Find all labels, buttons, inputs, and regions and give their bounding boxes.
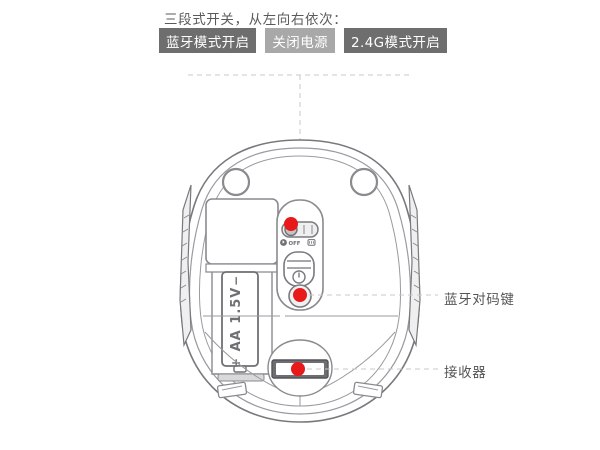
- sticker-panel-rect: [205, 198, 279, 265]
- battery-terminal-negative: −: [229, 276, 243, 286]
- badge-power-off: 关闭电源: [265, 28, 336, 53]
- battery-compartment: AA 1.5V + −: [205, 263, 279, 382]
- power-button[interactable]: [283, 251, 315, 287]
- mode-slider-off-label: OFF: [289, 241, 301, 247]
- bluetooth-icon: [280, 239, 287, 246]
- callout-label-bluetooth-pairing-key: 蓝牙对码键: [444, 292, 515, 308]
- badge-24g-mode: 2.4G模式开启: [344, 28, 448, 53]
- callout-label-receiver: 接收器: [444, 365, 487, 381]
- mode-slider-legend: OFF: [280, 239, 316, 247]
- mouse-shell-contour-2: [188, 147, 412, 415]
- callout-leader-lines: [298, 294, 438, 370]
- power-button-body[interactable]: [283, 251, 315, 287]
- badge-bluetooth-mode: 蓝牙模式开启: [159, 28, 257, 53]
- side-grip-group: [179, 184, 421, 348]
- marker-switch-position: [284, 217, 298, 231]
- glide-pad-bottom-right-line: [357, 385, 379, 391]
- right-grip-strip: [408, 184, 421, 348]
- right-grip-texture: [410, 214, 420, 303]
- battery-label-text: AA 1.5V: [229, 287, 244, 352]
- battery-contact-strip: [217, 373, 265, 382]
- left-grip-texture: [180, 214, 190, 303]
- wireless-24g-icon: [307, 239, 316, 246]
- left-grip-strip: [179, 184, 192, 348]
- marker-receiver: [291, 362, 305, 376]
- glide-pad-group-top: [221, 167, 379, 197]
- battery-tray-lip: [205, 263, 279, 273]
- header-caption: 三段式开关，从左向右依次：: [164, 12, 348, 28]
- switch-mode-badge-row: 蓝牙模式开启 关闭电源 2.4G模式开启: [159, 28, 448, 53]
- glide-pad-group-bottom: [216, 381, 384, 399]
- battery-terminal-positive: +: [229, 358, 243, 368]
- power-icon: [292, 270, 306, 284]
- glide-pad-bottom-left-line: [221, 385, 243, 391]
- label-sticker-panel: [205, 198, 279, 265]
- glide-pad-top-left: [221, 167, 251, 197]
- marker-bluetooth-pairing: [293, 288, 307, 302]
- glide-pad-top-right: [349, 167, 379, 197]
- highlight-markers: [284, 217, 307, 376]
